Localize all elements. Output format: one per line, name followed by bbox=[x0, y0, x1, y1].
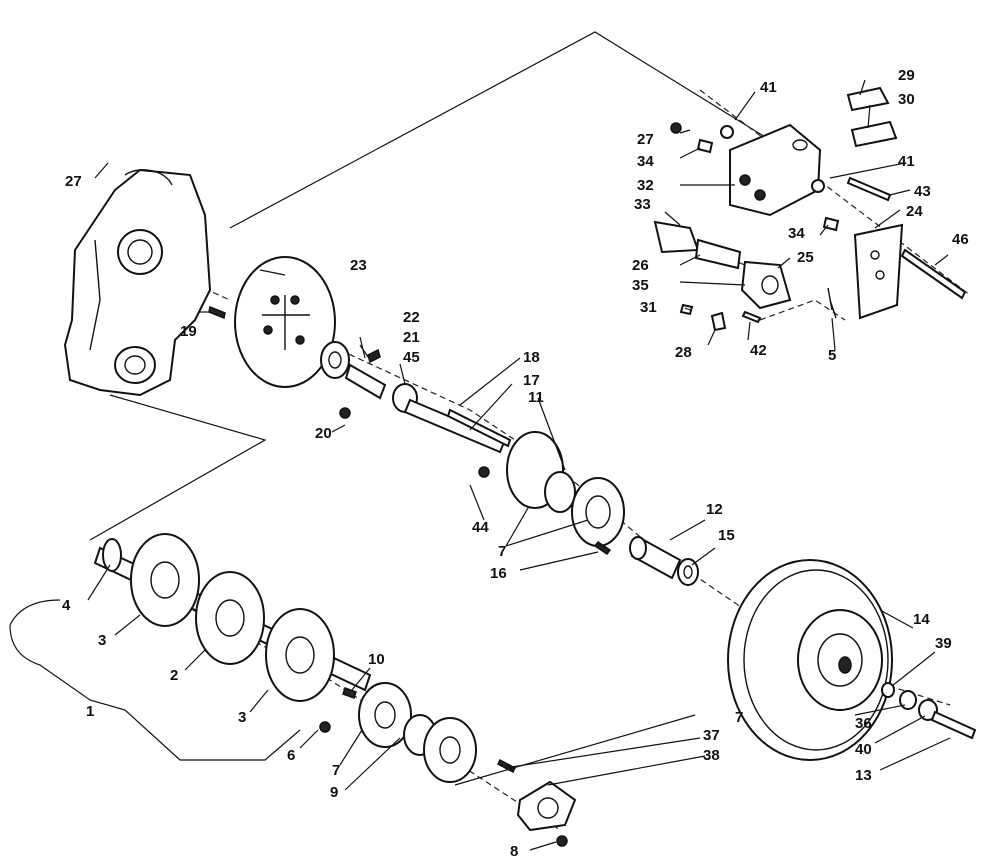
lower-bearing-set bbox=[319, 682, 577, 847]
label-15: 15 bbox=[718, 527, 735, 544]
label-7-lower: 7 bbox=[332, 762, 340, 779]
label-34-right: 34 bbox=[788, 225, 805, 242]
label-10: 10 bbox=[368, 651, 385, 668]
gearcase-housing bbox=[63, 168, 212, 397]
label-23: 23 bbox=[350, 257, 367, 274]
label-19: 19 bbox=[180, 323, 197, 340]
label-30: 30 bbox=[898, 91, 915, 108]
label-13: 13 bbox=[855, 767, 872, 784]
label-3-upper: 3 bbox=[98, 632, 106, 649]
label-32: 32 bbox=[637, 177, 654, 194]
label-41-right: 41 bbox=[898, 153, 915, 170]
label-25: 25 bbox=[797, 249, 814, 266]
label-39: 39 bbox=[935, 635, 952, 652]
label-37: 37 bbox=[703, 727, 720, 744]
label-6: 6 bbox=[287, 747, 295, 764]
label-2: 2 bbox=[170, 667, 178, 684]
label-45: 45 bbox=[403, 349, 420, 366]
label-31: 31 bbox=[640, 299, 657, 316]
label-44: 44 bbox=[472, 519, 489, 536]
part-labels: 1 2 3 3 4 5 6 7 7 7 8 9 10 11 12 13 14 1… bbox=[62, 67, 969, 860]
label-11: 11 bbox=[528, 389, 544, 406]
brake-caliper-assembly bbox=[653, 86, 967, 332]
label-4: 4 bbox=[62, 597, 71, 614]
driven-pulley bbox=[727, 559, 893, 761]
brake-disc bbox=[234, 256, 336, 388]
label-9: 9 bbox=[330, 784, 338, 801]
leader-lines bbox=[9, 79, 951, 851]
label-14: 14 bbox=[913, 611, 930, 628]
label-21: 21 bbox=[403, 329, 420, 346]
label-17: 17 bbox=[523, 372, 540, 389]
label-1: 1 bbox=[86, 703, 94, 720]
drive-axle-sprockets bbox=[93, 533, 372, 702]
label-3-lower: 3 bbox=[238, 709, 246, 726]
label-16: 16 bbox=[490, 565, 507, 582]
label-34-left: 34 bbox=[637, 153, 654, 170]
hub-assembly bbox=[208, 305, 512, 454]
label-24: 24 bbox=[906, 203, 923, 220]
label-7-middle: 7 bbox=[498, 543, 506, 560]
bearing-flange-set bbox=[478, 431, 625, 556]
label-27-left: 27 bbox=[65, 173, 82, 190]
label-22: 22 bbox=[403, 309, 420, 326]
label-43: 43 bbox=[914, 183, 931, 200]
label-38: 38 bbox=[703, 747, 720, 764]
pulley-bolt-set bbox=[881, 682, 977, 740]
label-29: 29 bbox=[898, 67, 915, 84]
label-46: 46 bbox=[952, 231, 969, 248]
label-12: 12 bbox=[706, 501, 723, 518]
label-8: 8 bbox=[510, 843, 518, 860]
label-7-right: 7 bbox=[735, 709, 743, 726]
label-20: 20 bbox=[315, 425, 332, 442]
spacer-and-washer bbox=[629, 536, 699, 586]
label-36: 36 bbox=[855, 715, 872, 732]
label-18: 18 bbox=[523, 349, 540, 366]
label-26: 26 bbox=[632, 257, 649, 274]
label-42: 42 bbox=[750, 342, 767, 359]
label-28: 28 bbox=[675, 344, 692, 361]
label-41-top: 41 bbox=[760, 79, 777, 96]
label-40: 40 bbox=[855, 741, 872, 758]
label-33: 33 bbox=[634, 196, 651, 213]
label-35: 35 bbox=[632, 277, 649, 294]
label-5: 5 bbox=[828, 347, 836, 364]
label-27-right: 27 bbox=[637, 131, 654, 148]
